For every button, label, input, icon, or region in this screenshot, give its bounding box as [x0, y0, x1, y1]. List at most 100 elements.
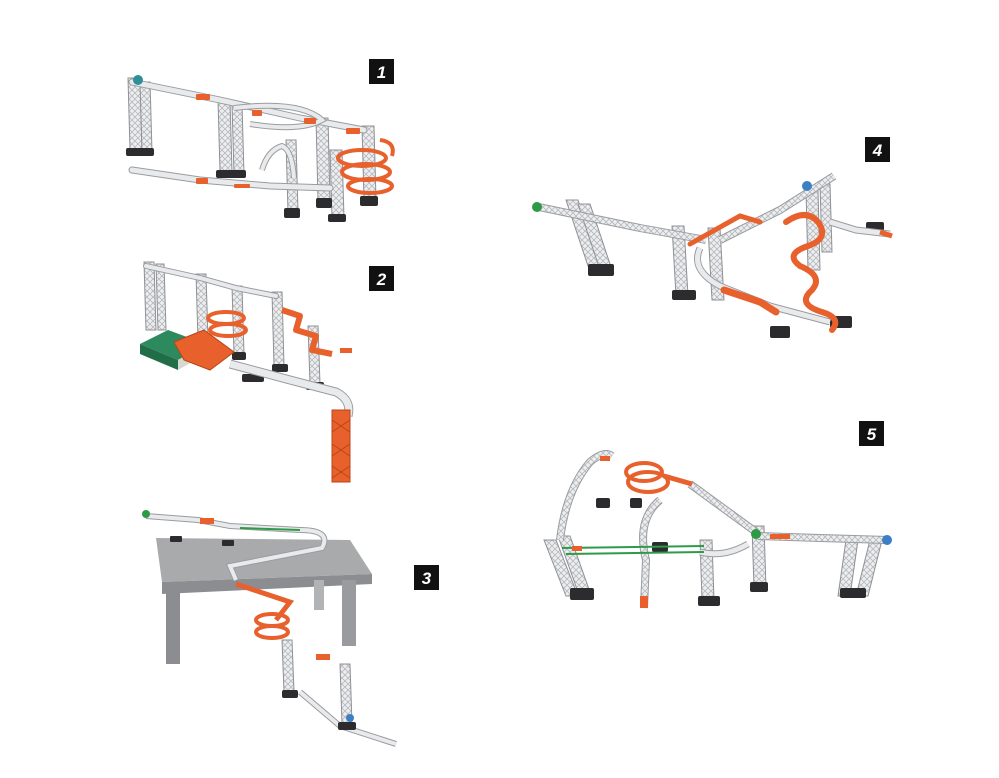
pillar: [155, 263, 167, 331]
conveyor-belt: [561, 545, 705, 555]
connector: [640, 596, 648, 608]
pillar: [281, 639, 295, 693]
pillar-base: [588, 264, 614, 276]
marble-ball-icon: [751, 529, 761, 539]
connector: [340, 348, 352, 353]
pillar-bases: [570, 498, 866, 606]
vertical-drop-lattice: [331, 419, 351, 479]
rail-track: [145, 514, 301, 532]
pillar-base: [216, 170, 246, 178]
pillar-base: [360, 196, 378, 206]
rail-track: [233, 103, 326, 130]
zigzag-track: [281, 307, 333, 357]
connector: [770, 534, 790, 539]
pillar-base: [282, 690, 298, 698]
step-badge-5: 5: [859, 421, 884, 446]
pillar-base: [596, 498, 610, 508]
pillar-base: [698, 596, 720, 606]
spiral: [624, 461, 693, 494]
pillar-bases: [170, 536, 356, 730]
pillar: [143, 261, 157, 331]
pillar-base: [570, 588, 594, 600]
spiral-loop: [624, 461, 664, 483]
pillar-base: [672, 290, 696, 300]
table-leg: [314, 580, 324, 610]
marble-ball-icon: [532, 202, 542, 212]
rail-track: [829, 219, 891, 237]
pillar-group: [127, 77, 377, 219]
spiral: [687, 212, 839, 333]
step-badge-background: [369, 266, 394, 291]
step-badge-background: [865, 137, 890, 162]
step-badge-2: 2: [369, 266, 394, 291]
connector: [234, 184, 250, 188]
pillar: [855, 539, 883, 597]
pillar-base: [328, 214, 346, 222]
ramp-board: [173, 329, 235, 371]
step-badge-3: 3: [414, 565, 439, 590]
pillar-base: [750, 582, 768, 592]
pillar-bases: [126, 148, 378, 222]
connector: [346, 128, 360, 134]
pillar-base: [630, 498, 642, 508]
table-edge: [162, 574, 372, 594]
connector: [304, 118, 316, 124]
pillar-base: [840, 588, 866, 598]
pillar: [217, 99, 233, 173]
step-badge-4: 4: [865, 137, 890, 162]
serpentine-track: [687, 213, 763, 247]
rail-tracks: [128, 78, 368, 192]
rail-track: [129, 167, 333, 191]
rail-tracks: [556, 450, 889, 609]
rail-track: [640, 497, 663, 609]
track-model-3: [142, 510, 397, 747]
pillar: [231, 103, 245, 175]
pillar-base: [222, 540, 234, 546]
connector: [196, 178, 208, 184]
serpentine-track: [783, 212, 839, 333]
rail-tracks: [533, 172, 891, 326]
pillar-base: [232, 352, 246, 360]
marble-ball-icon: [882, 535, 892, 545]
track-model-5: [543, 450, 892, 609]
pillar-bases: [588, 222, 884, 338]
pillar: [805, 189, 821, 271]
pillar: [819, 183, 833, 253]
connector: [252, 110, 262, 116]
rail-track: [557, 451, 614, 541]
pillar: [195, 273, 209, 341]
vertical-drop: [331, 409, 351, 483]
spiral-exit: [663, 473, 693, 487]
rail-track: [718, 173, 836, 243]
pillar-group: [543, 525, 883, 601]
rail-track: [144, 264, 278, 298]
track-model-2: [140, 261, 354, 483]
pillar-base: [126, 148, 154, 156]
connector: [600, 456, 610, 461]
step-badge-background: [414, 565, 439, 590]
marble-ball-icon: [802, 181, 812, 191]
rail-track: [260, 143, 296, 179]
spiral-loop: [346, 177, 394, 195]
marble-ball-icon: [346, 714, 354, 722]
connector: [196, 94, 210, 100]
conveyor-belt: [239, 527, 301, 531]
rail-track: [688, 481, 758, 535]
marble-ball-icon: [142, 510, 150, 518]
spiral-loop: [254, 624, 290, 640]
spiral: [336, 138, 395, 195]
pillar-base: [170, 536, 182, 542]
rail-track: [699, 541, 750, 557]
belt-line: [565, 551, 705, 555]
step-number: 2: [376, 270, 387, 289]
step-badge-1: 1: [369, 59, 394, 84]
belt-line: [561, 545, 705, 549]
spiral-loop: [626, 470, 670, 494]
step-badge-background: [859, 421, 884, 446]
pillar-base: [338, 722, 356, 730]
table-leg: [342, 580, 356, 646]
track-model-4: [532, 172, 893, 338]
connector: [572, 546, 582, 551]
pillar: [837, 539, 859, 597]
